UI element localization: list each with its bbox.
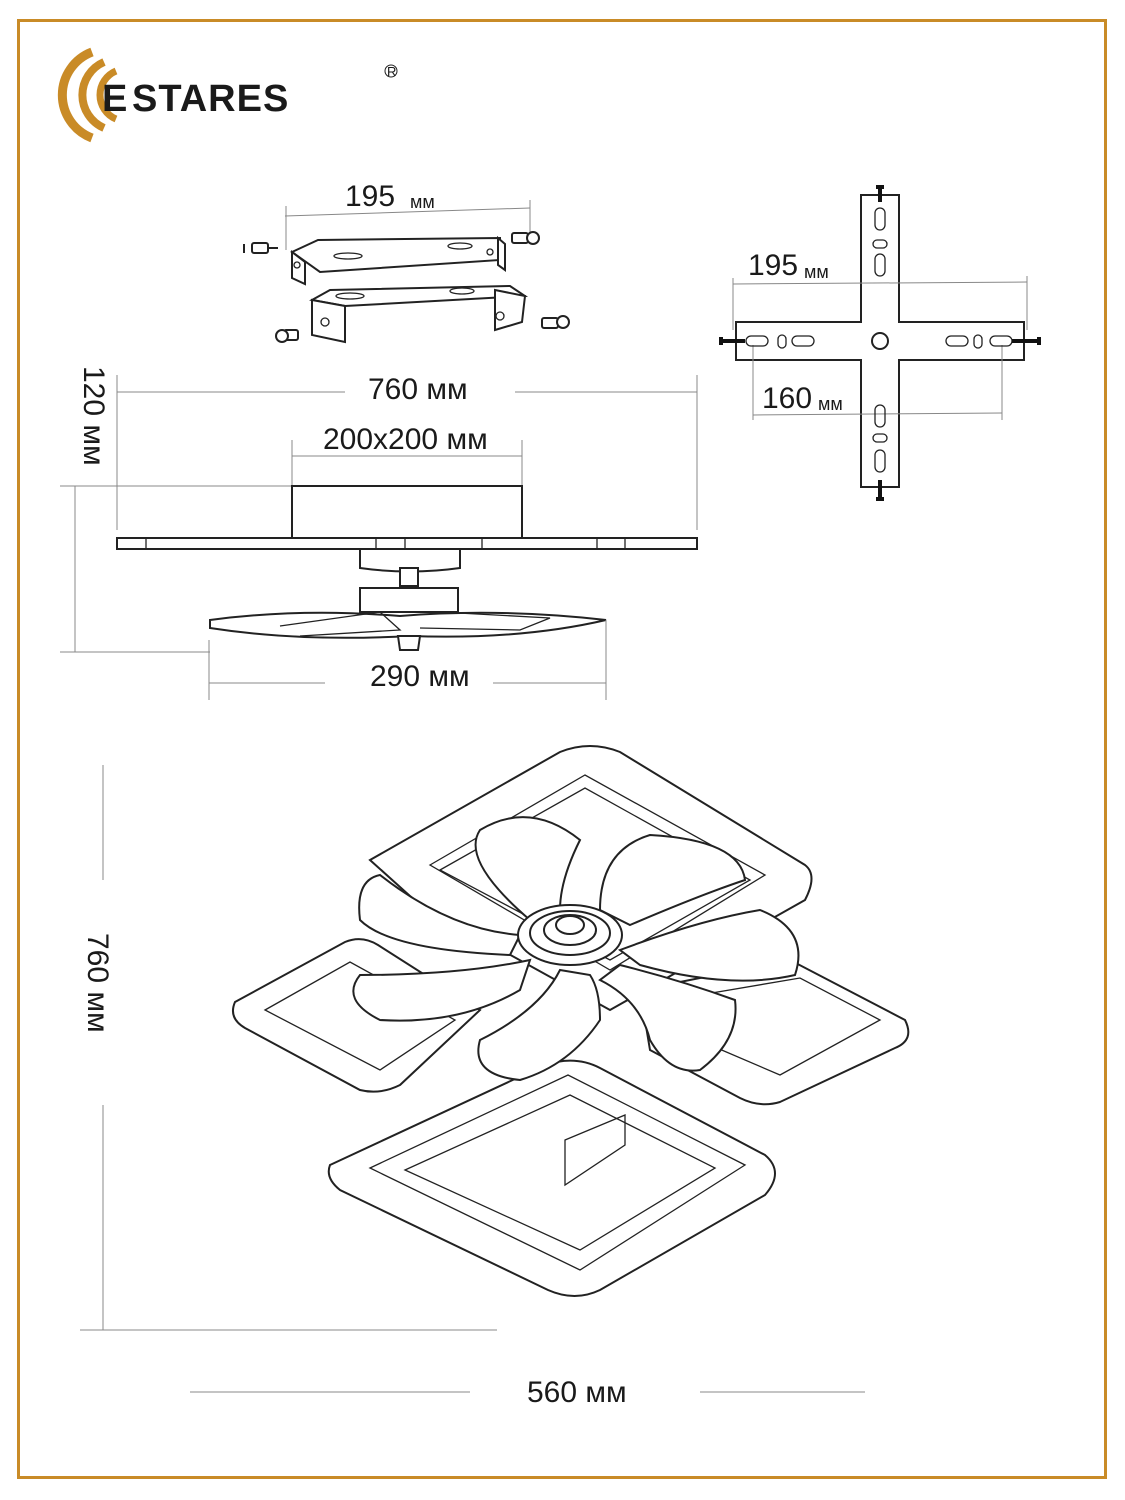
bracket-width-unit: мм: [410, 192, 435, 212]
mounting-bracket: 195 мм: [243, 180, 570, 344]
top-view: 760 мм 560 мм: [80, 745, 910, 1409]
top-view-length-label: 760 мм: [81, 933, 114, 1033]
brand-logo: E STARES R: [57, 47, 398, 143]
plate-holes-label: 160: [762, 382, 812, 415]
screw-icon: [511, 231, 540, 245]
screw-icon: [275, 329, 299, 343]
top-view-width-label: 560 мм: [527, 1376, 627, 1409]
height-label: 120 мм: [77, 366, 110, 466]
screw-icon: [243, 242, 278, 254]
registered-mark: R: [387, 64, 396, 79]
mounting-plate: 195 мм 160 мм: [719, 185, 1041, 501]
base-size-label: 200x200 мм: [323, 423, 488, 456]
fan-blades: [352, 816, 800, 1082]
blade-span-label: 290 мм: [370, 660, 470, 693]
plate-width-unit: мм: [804, 262, 829, 282]
total-width-label: 760 мм: [368, 373, 468, 406]
brand-name: STARES: [132, 78, 289, 120]
plate-width-label: 195: [748, 249, 798, 282]
fan-hub: [517, 904, 623, 966]
plate-holes-unit: мм: [818, 394, 843, 414]
brand-mark: E: [102, 78, 128, 120]
side-view: 760 мм 200x200 мм 120 мм 290 мм: [60, 366, 698, 700]
page-frame: [17, 19, 1107, 1479]
screw-icon: [541, 315, 570, 329]
bracket-width-label: 195: [345, 180, 395, 213]
